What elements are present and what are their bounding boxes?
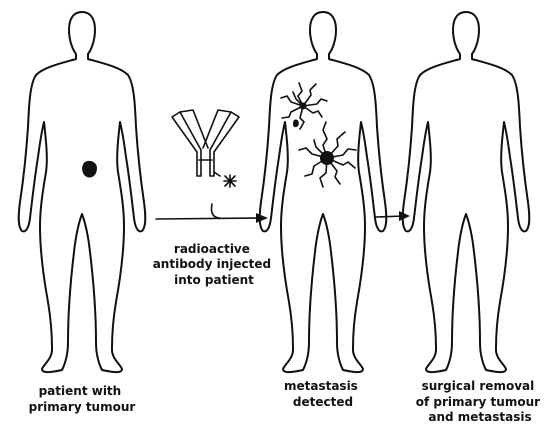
surgery-arrow (376, 211, 410, 221)
figure-patient (19, 12, 146, 372)
primary-tumour-mark (82, 161, 97, 178)
radiation-burst-upper (281, 83, 327, 129)
radiation-burst-lower (299, 122, 356, 187)
post-surgery-body-outline (403, 12, 530, 372)
injection-arrow (156, 204, 268, 223)
patient-body-outline (19, 12, 146, 372)
caption-detection: metastasis detected (284, 379, 362, 409)
caption-injection: radioactive antibody injected into patie… (153, 242, 276, 287)
figure-metastasis (260, 12, 387, 372)
radioactive-label-icon (224, 175, 236, 187)
secondary-uptake-mark (293, 120, 299, 128)
caption-removal: surgical removal of primary tumour and m… (416, 379, 544, 424)
figure-after-surgery (403, 12, 530, 372)
caption-patient: patient with primary tumour (29, 384, 136, 414)
metastasis-body-outline (260, 12, 387, 372)
antibody-icon (172, 110, 239, 176)
